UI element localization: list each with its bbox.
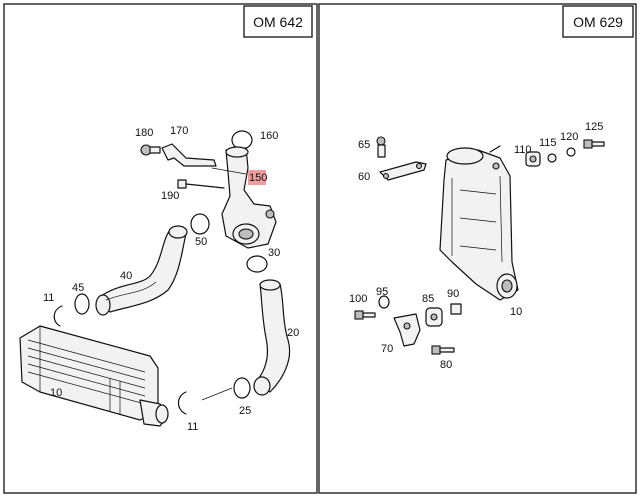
engine-label-right: OM 629 — [562, 5, 634, 38]
callout-90[interactable]: 90 — [447, 288, 459, 300]
bracket-60[interactable] — [379, 161, 427, 181]
bracket-70[interactable] — [393, 313, 421, 347]
callout-65[interactable]: 65 — [358, 139, 370, 151]
bolt-180[interactable] — [140, 144, 161, 156]
callout-11[interactable]: 11 — [43, 292, 54, 304]
callout-85[interactable]: 85 — [422, 293, 434, 305]
seal-ring-160[interactable] — [231, 130, 253, 150]
bolt-80[interactable] — [431, 345, 455, 355]
callout-120[interactable]: 120 — [560, 131, 578, 143]
svg-text:OM 642: OM 642 — [253, 14, 303, 30]
callout-190[interactable]: 190 — [161, 190, 179, 202]
spacer-90[interactable] — [450, 303, 462, 315]
bracket-170[interactable] — [161, 143, 217, 167]
callouts-right: 65 60 110 115 120 125 100 95 85 90 70 80… — [349, 121, 603, 371]
charge-air-hose-40[interactable] — [95, 225, 188, 316]
callout-20[interactable]: 20 — [287, 327, 299, 339]
callout-150[interactable]: 150 — [249, 172, 267, 184]
washer-115[interactable] — [547, 153, 557, 163]
callout-95[interactable]: 95 — [376, 286, 388, 298]
callout-160[interactable]: 160 — [260, 130, 278, 142]
washer-95[interactable] — [378, 295, 390, 309]
callout-11-lower[interactable]: 11 — [187, 421, 198, 433]
callout-100[interactable]: 100 — [349, 293, 367, 305]
leader-lines-left — [201, 167, 247, 401]
panel-right-frame — [318, 3, 637, 494]
svg-text:OM 629: OM 629 — [573, 14, 623, 30]
bolt-65[interactable] — [376, 136, 386, 158]
callout-70[interactable]: 70 — [381, 343, 393, 355]
seal-ring-50[interactable] — [190, 213, 210, 235]
grommet-85[interactable] — [425, 307, 443, 327]
callout-30[interactable]: 30 — [268, 247, 280, 259]
callout-180[interactable]: 180 — [135, 127, 153, 139]
callouts-left: 180 170 160 150 190 50 30 40 45 11 20 10… — [43, 125, 299, 433]
intercooler-right[interactable] — [439, 145, 519, 301]
callout-10[interactable]: 10 — [50, 387, 62, 399]
engine-label-left: OM 642 — [243, 5, 313, 38]
grommet-110[interactable] — [525, 151, 541, 167]
callout-125[interactable]: 125 — [585, 121, 603, 133]
callout-50[interactable]: 50 — [195, 236, 207, 248]
callout-60[interactable]: 60 — [358, 171, 370, 183]
callout-80[interactable]: 80 — [440, 359, 452, 371]
bolt-100[interactable] — [354, 310, 376, 320]
seal-ring-45[interactable] — [74, 293, 90, 315]
highlight-150 — [248, 170, 266, 185]
callout-110[interactable]: 110 — [514, 144, 532, 156]
callout-10-right[interactable]: 10 — [510, 306, 522, 318]
charge-air-hose-20[interactable] — [253, 279, 291, 396]
callout-40[interactable]: 40 — [120, 270, 132, 282]
clip-11-upper[interactable] — [53, 305, 63, 327]
callout-45[interactable]: 45 — [72, 282, 84, 294]
seal-ring-25[interactable] — [233, 377, 251, 399]
callout-115[interactable]: 115 — [539, 137, 557, 149]
bolt-125[interactable] — [583, 139, 605, 149]
intercooler-left[interactable] — [19, 325, 169, 427]
ring-120[interactable] — [566, 147, 576, 157]
intake-pipe-150[interactable] — [221, 146, 277, 249]
bolt-190[interactable] — [177, 179, 225, 189]
clip-11-lower[interactable] — [177, 391, 187, 415]
seal-ring-30[interactable] — [246, 255, 268, 273]
callout-170[interactable]: 170 — [170, 125, 188, 137]
callout-25[interactable]: 25 — [239, 405, 251, 417]
panel-left-frame — [3, 3, 318, 494]
